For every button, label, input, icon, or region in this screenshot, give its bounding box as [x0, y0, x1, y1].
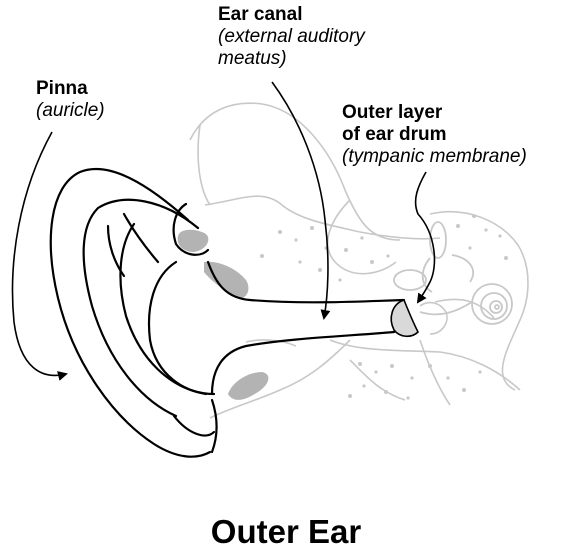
ear-drum-label: Outer layer of ear drum (tympanic membra…	[342, 102, 527, 168]
ear-canal-name: Ear canal	[218, 4, 303, 25]
ear-canal-detail-line1: (external auditory	[218, 26, 365, 47]
pinna-pointer	[11, 131, 68, 381]
ear-canal-detail-line2: meatus)	[218, 48, 287, 69]
ear-drum-detail: (tympanic membrane)	[342, 146, 527, 167]
diagram-title: Outer Ear	[210, 513, 362, 550]
pinna-outline	[49, 167, 406, 458]
label-pointers	[11, 81, 436, 381]
ossicle-hint	[419, 301, 448, 335]
pinna-name: Pinna	[36, 78, 88, 99]
ear-drum-pointer	[414, 171, 436, 304]
ear-canal-label: Ear canal (external auditory meatus)	[218, 4, 365, 70]
inner-ear	[393, 221, 513, 325]
ear-drum	[390, 299, 419, 338]
pinna-detail: (auricle)	[36, 100, 105, 121]
faded-inner-structures	[189, 102, 529, 419]
ear-drum-name-line2: of ear drum	[342, 124, 447, 145]
tissue-shading	[177, 229, 269, 400]
bone-texture	[260, 214, 508, 400]
ear-drum-name-line1: Outer layer	[342, 102, 443, 123]
ear-canal-pointer	[271, 81, 331, 320]
pinna-label: Pinna (auricle)	[36, 78, 105, 122]
